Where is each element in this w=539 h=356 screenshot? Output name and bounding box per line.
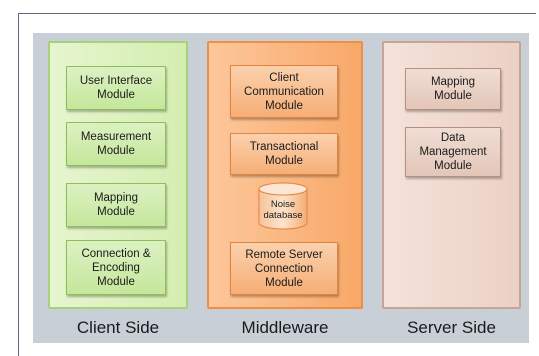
frame-left-border [18, 13, 19, 356]
connection-encoding-module: Connection & Encoding Module [66, 240, 166, 295]
server-side-label: Server Side [407, 318, 496, 337]
user-interface-module: User Interface Module [66, 66, 166, 110]
client-side-label: Client Side [76, 318, 160, 337]
remote-server-connection-module: Remote Server Connection Module [230, 242, 338, 295]
frame-top-border [18, 13, 536, 14]
middleware-label: Middleware [241, 318, 329, 337]
transactional-module: Transactional Module [230, 133, 338, 175]
architecture-diagram: User Interface Module Measurement Module… [33, 33, 529, 343]
client-mapping-module: Mapping Module [66, 183, 166, 227]
measurement-module: Measurement Module [66, 122, 166, 166]
noise-database-cylinder-icon [258, 182, 308, 230]
client-communication-module: Client Communication Module [230, 65, 338, 118]
noise-database-label: Noise database [263, 199, 303, 221]
data-management-module: Data Management Module [405, 127, 501, 177]
server-mapping-module: Mapping Module [405, 68, 501, 110]
